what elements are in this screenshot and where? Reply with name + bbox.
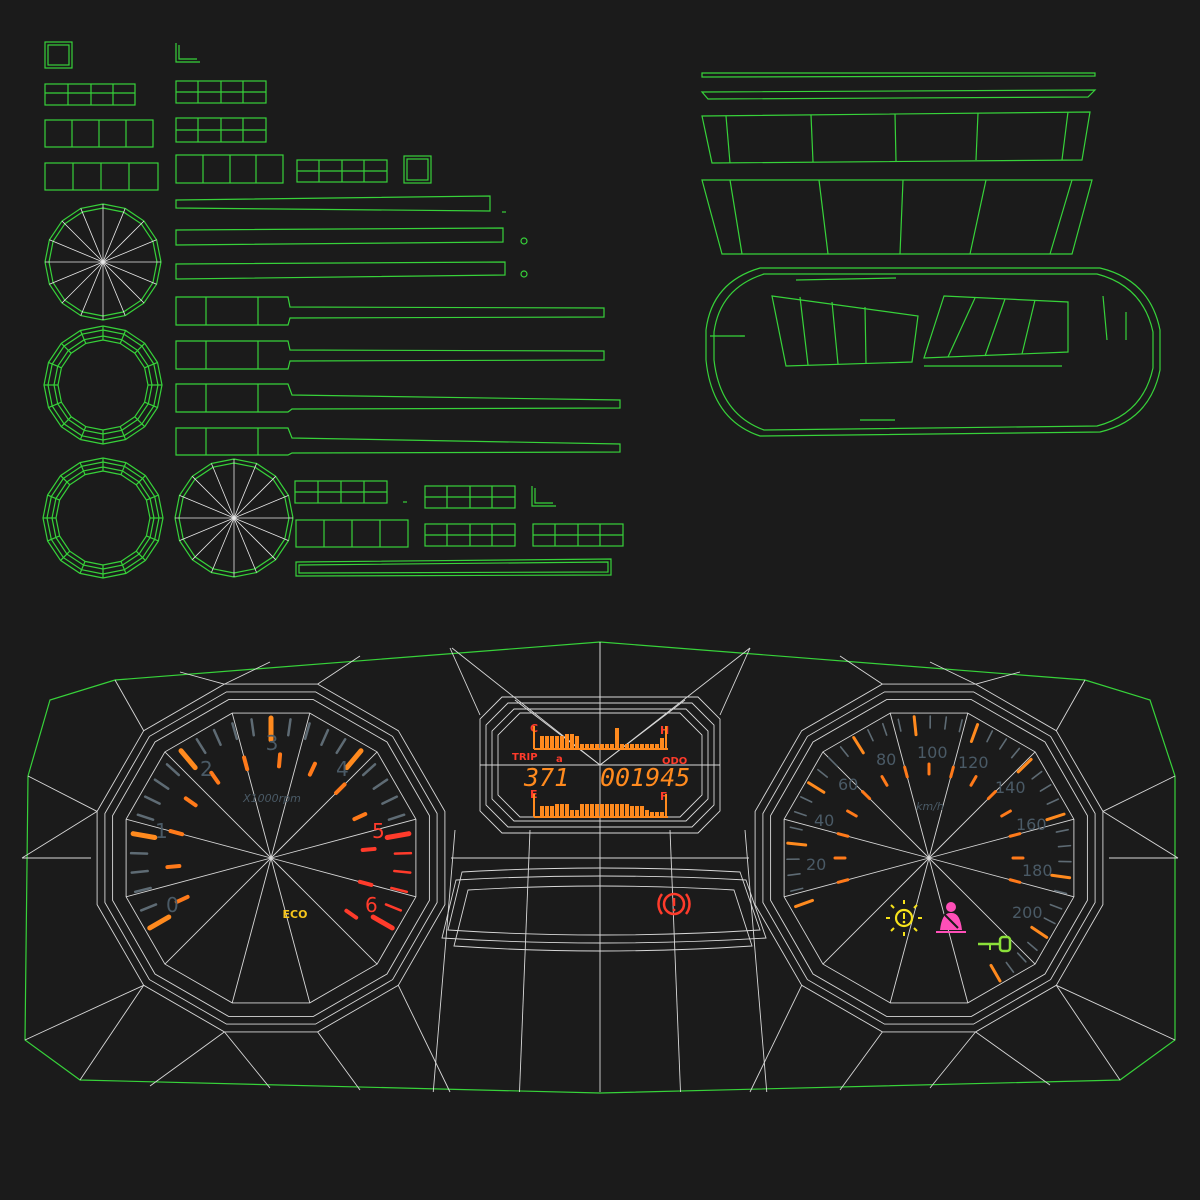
temp-gauge-bars: [533, 726, 668, 750]
parking-brake-icon: [657, 892, 691, 916]
tach-unit: X1000rpm: [242, 792, 301, 805]
trip-label: TRIP: [512, 752, 538, 763]
eco-indicator: ECO: [283, 908, 308, 921]
tach-label-2: 2: [200, 757, 213, 781]
uv-islands-left: [42, 41, 624, 579]
temp-hot-label: H: [660, 724, 669, 737]
key-icon: [978, 935, 1012, 953]
seatbelt-icon: [936, 902, 966, 933]
speed-label-40: 40: [814, 811, 834, 830]
speed-label-80: 80: [876, 750, 896, 769]
tach-label-6: 6: [365, 893, 378, 917]
odo-value: 001945: [600, 763, 690, 792]
speed-label-160: 160: [1016, 815, 1047, 834]
tach-label-1: 1: [155, 819, 168, 843]
trip-sub-label: a: [556, 754, 563, 765]
fuel-gauge-bars: [533, 794, 668, 818]
speedometer: 20 40 60 80 100 120 140 160 180 200 km/h: [806, 743, 1053, 922]
tach-label-0: 0: [166, 893, 179, 917]
speed-label-200: 200: [1012, 903, 1043, 922]
odo-label: ODO: [662, 756, 687, 767]
speed-label-120: 120: [958, 753, 989, 772]
speed-label-100: 100: [917, 743, 948, 762]
tachometer: 0 1 2 3 4 5 6 X1000rpm ECO: [155, 731, 385, 921]
tach-label-5: 5: [372, 819, 385, 843]
headlight-icon: [886, 900, 922, 936]
fuel-full-label: F: [660, 790, 668, 803]
speed-label-140: 140: [995, 778, 1026, 797]
speed-unit: km/h: [916, 800, 944, 813]
trip-value: 371: [523, 763, 569, 792]
instrument-cluster: [21, 641, 1179, 1094]
tach-label-3: 3: [266, 731, 279, 755]
speed-label-180: 180: [1022, 861, 1053, 880]
speed-label-60: 60: [838, 775, 858, 794]
uv-islands-right: [700, 72, 1161, 437]
lcd-display: C H TRIP a ODO 371 001945 E F: [512, 722, 690, 818]
speed-label-20: 20: [806, 855, 826, 874]
tach-label-4: 4: [336, 757, 349, 781]
